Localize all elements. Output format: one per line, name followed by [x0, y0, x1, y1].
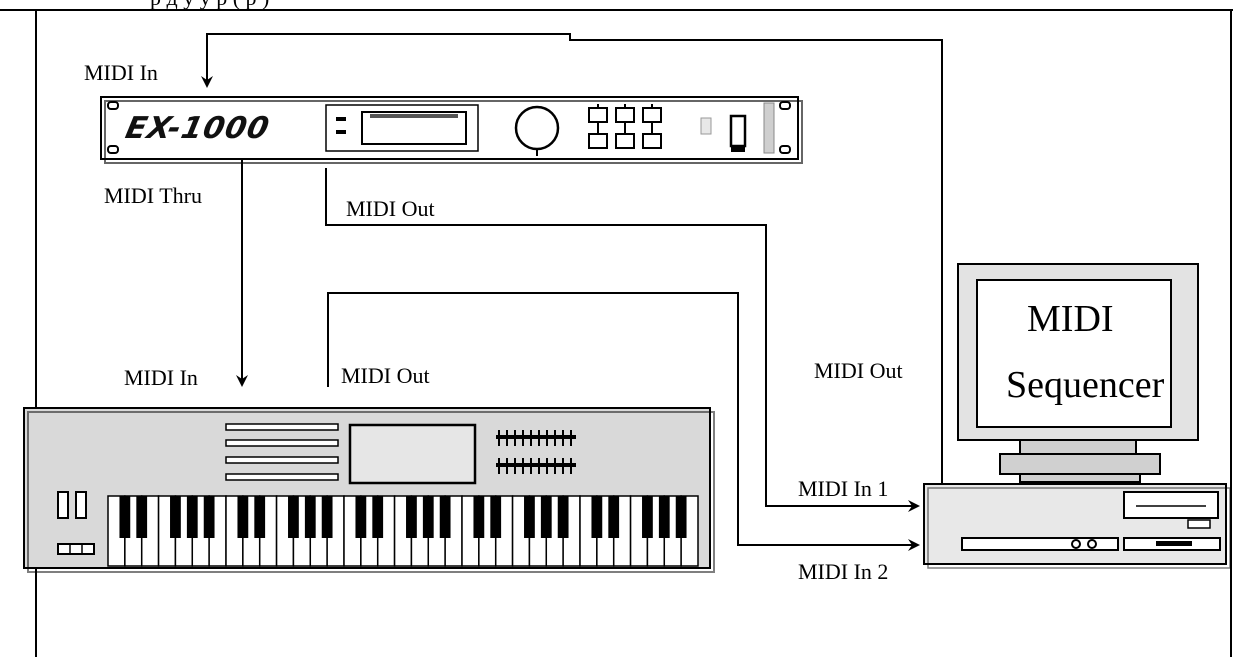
- black-key: [119, 496, 131, 538]
- fader: [530, 430, 532, 446]
- fader: [570, 430, 572, 446]
- label-midi-thru: MIDI Thru: [104, 183, 202, 208]
- cable-keyboard-out-to-midi-in-2: [327, 292, 920, 551]
- black-key: [186, 496, 198, 538]
- cable-rack-out-to-midi-in-1: [325, 168, 920, 512]
- label-midi-out-keyboard: MIDI Out: [341, 363, 430, 388]
- floppy-drive: [1123, 491, 1219, 519]
- black-key: [591, 496, 603, 538]
- black-key: [288, 496, 299, 538]
- monitor-stand: [999, 453, 1161, 475]
- black-key: [422, 496, 434, 538]
- piano-keys: [107, 495, 699, 567]
- black-key: [355, 496, 367, 538]
- fader: [562, 458, 564, 474]
- keyboard-buttons: [57, 543, 95, 555]
- fader: [498, 458, 500, 474]
- header-fragment-text: р д у у р ( р ): [150, 0, 269, 9]
- black-key: [439, 496, 451, 538]
- fader: [514, 430, 516, 446]
- black-key: [524, 496, 535, 538]
- black-key: [136, 496, 148, 538]
- fader-groups: [496, 430, 576, 474]
- black-key: [642, 496, 653, 538]
- black-key: [540, 496, 552, 538]
- rack-power-switch: [729, 114, 747, 148]
- fader: [570, 458, 572, 474]
- rack-ear-hole: [107, 145, 119, 154]
- fader: [522, 430, 524, 446]
- black-key: [304, 496, 316, 538]
- keyboard-screen: [348, 423, 477, 485]
- black-key: [557, 496, 569, 538]
- fader: [562, 430, 564, 446]
- rack-data-knob: [514, 105, 560, 151]
- fader: [522, 458, 524, 474]
- monitor-screen: [976, 279, 1172, 428]
- black-key: [372, 496, 384, 538]
- mod-wheel: [75, 491, 87, 519]
- black-key: [490, 496, 502, 538]
- monitor-title-line1: MIDI: [1027, 298, 1114, 340]
- fader: [514, 458, 516, 474]
- black-key: [321, 496, 333, 538]
- keyboard-synth: [23, 407, 715, 573]
- black-key: [406, 496, 417, 538]
- fader: [530, 458, 532, 474]
- ex1000-logo: EX-1000: [122, 111, 273, 146]
- computer-sequencer: [923, 263, 1231, 569]
- fader: [546, 458, 548, 474]
- fader: [538, 430, 540, 446]
- fader: [554, 430, 556, 446]
- monitor-title-line2: Sequencer: [1006, 364, 1165, 406]
- rack-buttons: [588, 107, 662, 149]
- vent-strip: [763, 102, 775, 154]
- rack-ear-hole: [779, 101, 791, 110]
- label-midi-out-sequencer: MIDI Out: [814, 358, 903, 383]
- rack-led: [700, 117, 712, 135]
- black-key: [237, 496, 249, 538]
- black-key: [658, 496, 670, 538]
- black-key: [254, 496, 266, 538]
- label-midi-out-rack: MIDI Out: [346, 196, 435, 221]
- slider-rows: [225, 423, 339, 481]
- black-key: [203, 496, 215, 538]
- label-midi-in-keyboard: MIDI In: [124, 365, 198, 390]
- cable-sequencer-out-to-rack-in: [201, 33, 943, 484]
- fader: [554, 458, 556, 474]
- rack-ear-hole: [107, 101, 119, 110]
- rack-module-ex1000: [100, 96, 803, 164]
- fader: [506, 430, 508, 446]
- black-key: [473, 496, 485, 538]
- fader: [546, 430, 548, 446]
- label-midi-in-1: MIDI In 1: [798, 476, 889, 501]
- fader: [498, 430, 500, 446]
- label-midi-in-top: MIDI In: [84, 60, 158, 85]
- fader: [506, 458, 508, 474]
- black-key: [170, 496, 181, 538]
- black-key: [675, 496, 687, 538]
- rack-ear-hole: [779, 145, 791, 154]
- fader: [538, 458, 540, 474]
- black-key: [608, 496, 620, 538]
- label-midi-in-2: MIDI In 2: [798, 559, 889, 584]
- pitch-wheel: [57, 491, 69, 519]
